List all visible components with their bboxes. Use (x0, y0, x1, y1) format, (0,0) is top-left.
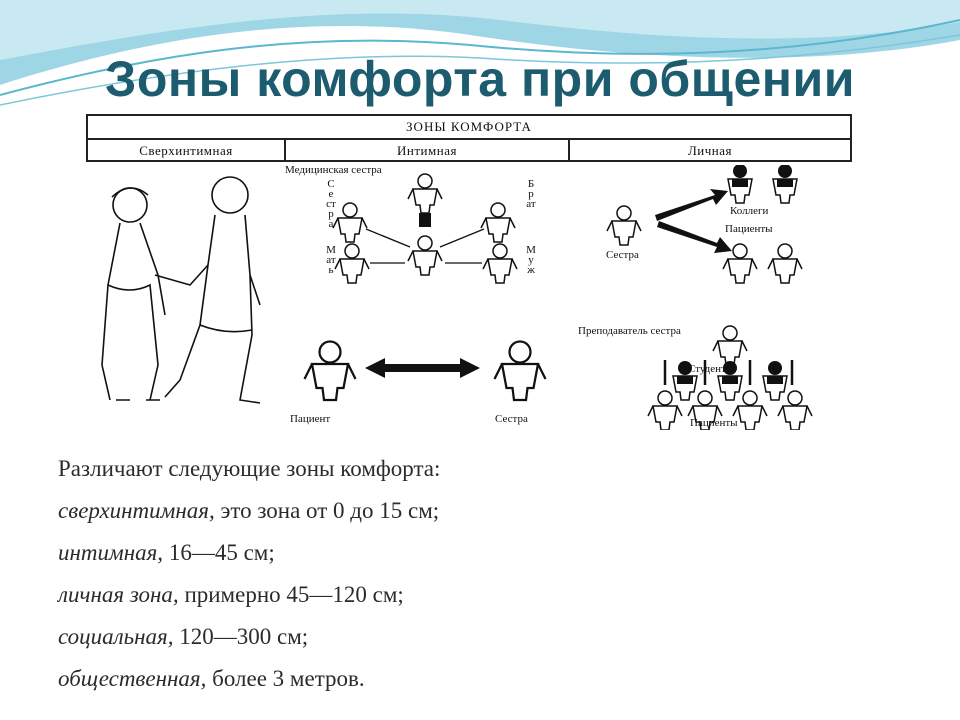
zone-value: 16—45 см; (163, 540, 275, 565)
comfort-zones-table: ЗОНЫ КОМФОРТА Сверхинтимная Интимная Лич… (86, 114, 852, 162)
zone-line: сверхинтимная, это зона от 0 до 15 см; (58, 490, 758, 532)
label-brother-vertical: Брат (526, 178, 536, 210)
zone-term: сверхинтимная, (58, 498, 215, 523)
zone-value: это зона от 0 до 15 см; (214, 498, 440, 523)
zone-term: интимная, (58, 540, 164, 565)
table-col-superintimate: Сверхинтимная (88, 140, 286, 162)
label-medical-sister: Медицинская сестра (285, 164, 382, 176)
zone-value: 120—300 см; (173, 624, 309, 649)
label-mother-vertical: Мать (326, 244, 336, 276)
comfort-zones-illustration: Медицинская сестра Сестра Мать Брат Муж … (80, 164, 858, 430)
zone-value: более 3 метров. (206, 666, 365, 691)
label-patients-top: Пациенты (725, 223, 773, 235)
zone-term: общественная, (58, 666, 207, 691)
zone-line: социальная, 120—300 см; (58, 616, 758, 658)
label-students: Студенты (688, 363, 734, 375)
label-nurse-bottom: Сестра (495, 413, 528, 425)
table-col-personal: Личная (687, 143, 733, 158)
zone-value: примерно 45—120 см; (178, 582, 404, 607)
table-header: ЗОНЫ КОМФОРТА (88, 116, 850, 140)
nurse-helping-patient-drawing (101, 176, 261, 404)
intro-line: Различают следующие зоны комфорта: (58, 456, 441, 481)
label-teacher-sister: Преподаватель сестра (578, 325, 681, 337)
slide-title: Зоны комфорта при общении (105, 51, 855, 107)
label-patient: Пациент (290, 413, 331, 425)
zone-line: общественная, более 3 метров. (58, 658, 758, 700)
header-wave-decoration (0, 0, 960, 106)
zone-line: интимная, 16—45 см; (58, 532, 758, 574)
label-colleagues: Коллеги (730, 205, 769, 217)
label-husband-vertical: Муж (526, 244, 536, 276)
table-col-intimate: Интимная (286, 140, 570, 162)
zone-term: социальная, (58, 624, 174, 649)
zone-term: личная зона, (58, 582, 179, 607)
label-sister-vertical: Сестра (326, 178, 336, 230)
zones-description: Различают следующие зоны комфорта: сверх… (58, 448, 758, 700)
label-patients-bottom: Пациенты (690, 417, 738, 429)
zone-line: личная зона, примерно 45—120 см; (58, 574, 758, 616)
label-nurse-right: Сестра (606, 249, 639, 261)
